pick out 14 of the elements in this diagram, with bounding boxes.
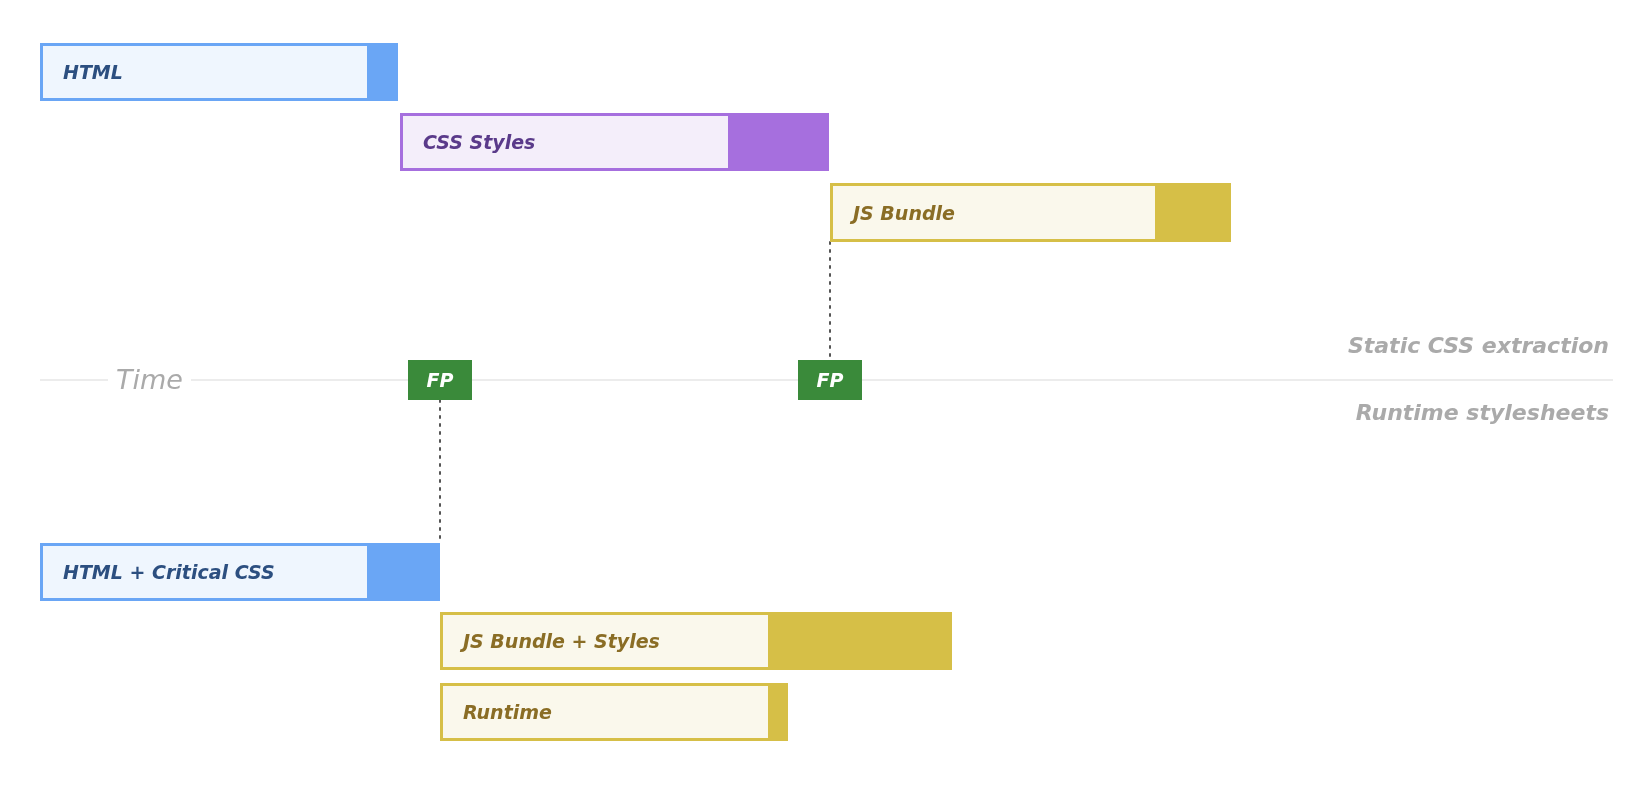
bar-label: HTML + Critical CSS [63, 561, 275, 583]
timeline-bar [400, 113, 829, 171]
first-paint-marker: FP [408, 360, 472, 400]
bar-label: HTML [63, 61, 123, 83]
timeline-bar [440, 612, 952, 670]
first-paint-marker: FP [798, 360, 862, 400]
bar-label: CSS Styles [423, 131, 536, 153]
timeline-bar [440, 683, 788, 741]
timeline-bar [830, 183, 1231, 242]
timeline-bar [40, 543, 440, 601]
bar-label: Runtime [463, 701, 552, 723]
section-label: Runtime stylesheets [1355, 400, 1609, 425]
section-label: Static CSS extraction [1347, 333, 1609, 358]
timeline-bar [40, 43, 398, 101]
